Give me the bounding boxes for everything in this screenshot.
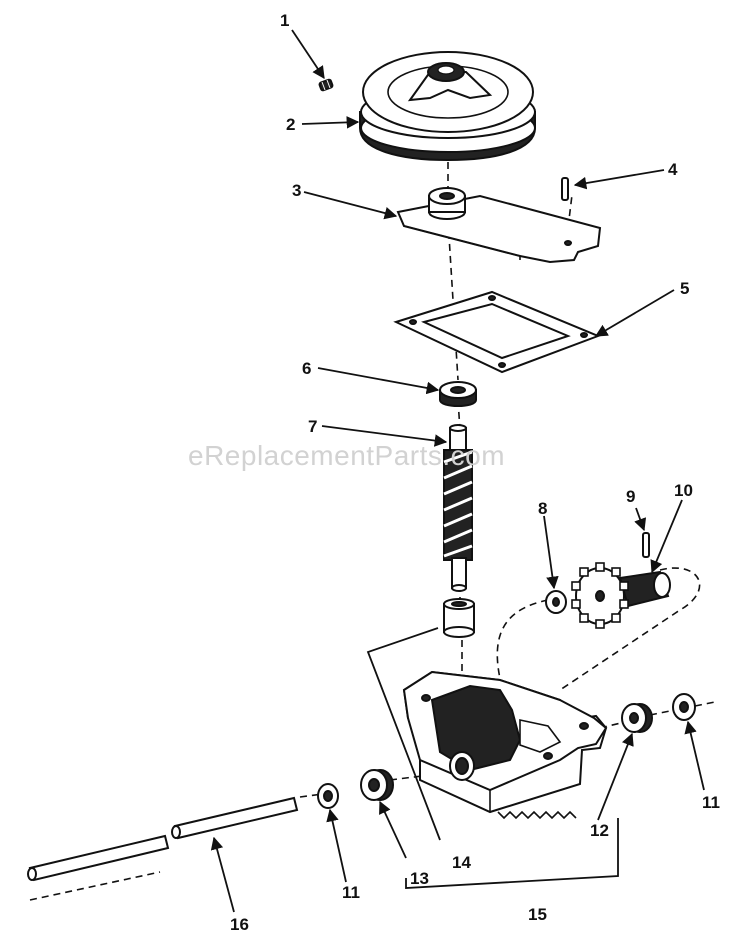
leader-lines — [210, 29, 705, 913]
callout-10: 10 — [674, 481, 693, 500]
bushing-part-13 — [360, 769, 394, 801]
callout-16: 16 — [230, 915, 249, 934]
callout-2: 2 — [286, 115, 295, 134]
callout-14: 14 — [452, 853, 471, 872]
set-screw-part-1 — [318, 78, 334, 92]
pulley-part-2 — [359, 51, 536, 162]
gear-part-10 — [571, 562, 671, 629]
callout-13: 13 — [410, 869, 429, 888]
axle-shaft-part-16 — [27, 796, 299, 882]
callout-6: 6 — [302, 359, 311, 378]
cover-plate-part-3 — [396, 187, 602, 264]
pin-part-4 — [561, 177, 569, 201]
washer-part-11-left — [317, 783, 339, 809]
callout-5: 5 — [680, 279, 689, 298]
group-bracket-part-14 — [366, 627, 441, 841]
pin-part-9 — [642, 532, 650, 558]
callout-11-right: 11 — [702, 793, 720, 812]
washer-part-8 — [545, 590, 567, 614]
callout-1: 1 — [280, 11, 289, 30]
washer-part-11-right — [672, 693, 696, 721]
callout-15: 15 — [528, 905, 547, 924]
bushing-part-12 — [621, 703, 653, 733]
callout-12: 12 — [590, 821, 609, 840]
worm-shaft-part-7 — [443, 424, 473, 592]
callout-11-left: 11 — [342, 883, 360, 902]
callout-4: 4 — [668, 160, 678, 179]
callout-3: 3 — [292, 181, 301, 200]
callout-labels: 1 2 3 4 5 6 7 8 9 10 11 12 13 14 15 11 1… — [230, 11, 720, 934]
gasket-part-5 — [393, 290, 601, 374]
group-bracket-part-15 — [405, 818, 619, 889]
bushing-part-6 — [439, 381, 477, 407]
callout-9: 9 — [626, 487, 635, 506]
gear-housing-part-14 — [402, 598, 608, 820]
callout-8: 8 — [538, 499, 547, 518]
callout-7: 7 — [308, 417, 317, 436]
